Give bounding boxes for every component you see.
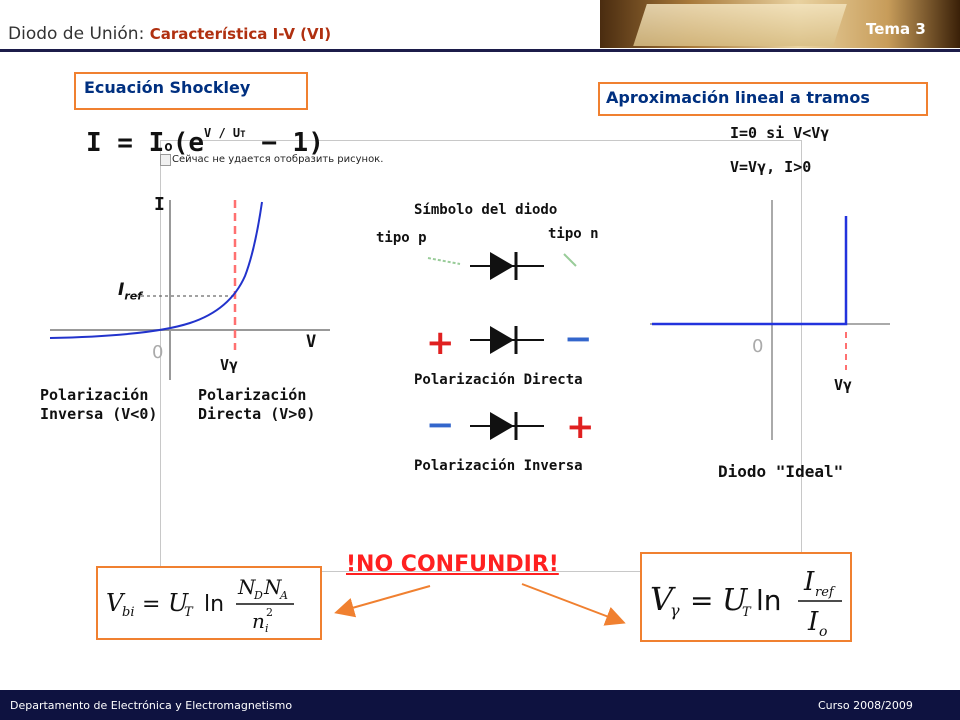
iref-main: I — [118, 280, 125, 300]
tipo-p-pointer — [427, 257, 461, 265]
vbi-lhs: V — [106, 589, 126, 617]
pwl-characteristic-plot: 0 — [650, 200, 890, 440]
vg-den-i: I — [807, 607, 819, 637]
shockley-equation: I = Io(eV / UT − 1) — [86, 126, 324, 158]
eq-sub: o — [164, 139, 173, 155]
diode-symbol-inversa — [470, 412, 544, 440]
vg-num-ref: ref — [815, 585, 836, 600]
no-confundir-warning: !NO CONFUNDIR! — [346, 552, 559, 577]
title-prefix: Diodo de Unión: — [8, 24, 150, 44]
vbi-den-i: i — [265, 622, 269, 635]
eq-exp-sub: T — [240, 130, 246, 140]
polarizacion-directa-label: Polarización Directa (V>0) — [198, 386, 316, 423]
shockley-title-box: Ecuación Shockley — [74, 72, 308, 110]
pwl-origin-label: 0 — [752, 336, 763, 357]
vgamma-equation-box: V γ = U T ln I ref I o — [640, 552, 852, 642]
vg-den-o: o — [819, 624, 827, 640]
diode-symbol-plain — [470, 252, 544, 280]
tipo-n-pointer — [563, 253, 577, 267]
vbi-equals: = — [142, 592, 160, 617]
vbi-num-n2: N — [263, 575, 283, 599]
tema-badge: Tema 3 — [866, 20, 926, 38]
vgamma-equation: V γ = U T ln I ref I o — [650, 567, 842, 640]
vbi-den-n: n — [252, 609, 265, 633]
slide-title: Diodo de Unión: Característica I-V (VI) — [8, 24, 331, 44]
vbi-ln: ln — [204, 592, 224, 617]
tipo-p-label: tipo p — [376, 230, 427, 246]
plus-sign-inversa: + — [566, 407, 595, 447]
polarizacion-inversa-caption: Polarización Inversa — [414, 458, 583, 474]
title-subject: Característica I-V (VI) — [149, 25, 332, 43]
vbi-num-d: D — [253, 589, 263, 602]
vbi-num-n1: N — [237, 575, 257, 599]
book-page-decoration — [633, 4, 847, 46]
vg-ut: U — [722, 583, 749, 618]
vg-equals: = — [690, 584, 713, 617]
diodo-ideal-label: Diodo "Ideal" — [718, 462, 844, 481]
iref-sub: ref — [124, 289, 142, 303]
vbi-den-2: 2 — [266, 606, 273, 619]
header-divider — [0, 49, 960, 52]
iref-label: Iref — [118, 280, 142, 302]
eq-paren: (e — [172, 128, 205, 158]
vbi-ut: U — [168, 589, 189, 617]
vbi-equation: V bi = U T ln N D N A n i 2 — [106, 575, 294, 635]
vg-lhs-sub: γ — [670, 601, 680, 620]
eq-tail: − 1) — [245, 128, 324, 158]
polarizacion-inversa-label: Polarización Inversa (V<0) — [40, 386, 158, 423]
arrow-left — [334, 585, 431, 618]
vg-ut-sub: T — [742, 605, 752, 620]
eq-exp-text: V / U — [204, 126, 241, 140]
vg-ln: ln — [756, 584, 782, 617]
pwl-title-box: Aproximación lineal a tramos — [598, 82, 928, 116]
vgamma-label-right: Vγ — [834, 376, 853, 394]
vg-lhs: V — [650, 580, 676, 618]
condition-on: V=Vγ, I>0 — [730, 158, 812, 176]
condition-off: I=0 si V<Vγ — [730, 124, 830, 142]
pwl-curve — [652, 216, 848, 326]
diode-symbol-directa — [470, 326, 544, 354]
axis-label-i: I — [154, 194, 165, 215]
vbi-ut-sub: T — [184, 605, 194, 620]
vbi-num-a: A — [279, 589, 288, 602]
diode-symbols: + − − + — [426, 252, 595, 447]
broken-image-caption: Сейчас не удается отобразить рисунок. — [172, 154, 384, 165]
footer-year: Curso 2008/2009 — [818, 699, 913, 712]
minus-sign-inversa: − — [426, 405, 455, 445]
polarizacion-directa-caption: Polarización Directa — [414, 372, 583, 388]
eq-exponent: V / UT — [204, 126, 246, 140]
iv-origin-label: 0 — [152, 342, 163, 363]
diode-symbol-title: Símbolo del diodo — [414, 202, 558, 218]
plus-sign-directa: + — [426, 323, 455, 363]
vgamma-label-left: Vγ — [220, 356, 239, 374]
vbi-lhs-sub: bi — [122, 605, 134, 620]
iv-characteristic-plot: 0 — [49, 200, 330, 380]
footer-bar — [0, 690, 960, 720]
tipo-n-label: tipo n — [548, 226, 599, 242]
minus-sign-directa: − — [564, 319, 593, 359]
vbi-equation-box: V bi = U T ln N D N A n i 2 — [96, 566, 322, 640]
iv-curve — [49, 201, 263, 339]
arrow-right — [521, 583, 626, 626]
broken-image-frame — [160, 140, 802, 572]
footer-department: Departamento de Electrónica y Electromag… — [10, 699, 293, 712]
broken-image-icon — [160, 154, 171, 166]
axis-label-v: V — [306, 332, 317, 352]
eq-main: I = I — [86, 128, 165, 158]
vg-num-i: I — [803, 567, 815, 597]
